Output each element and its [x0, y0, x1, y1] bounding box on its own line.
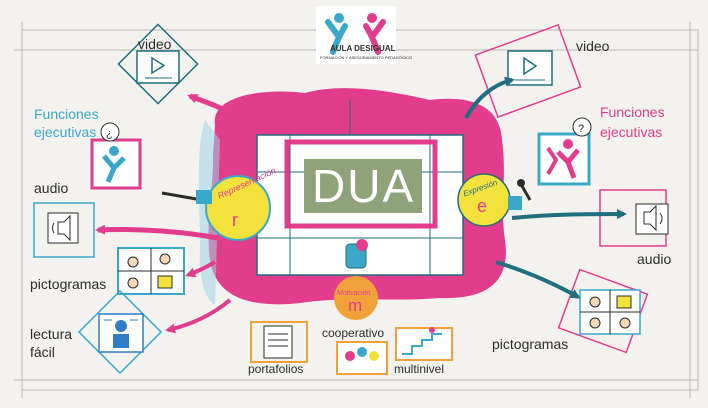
- central-panel: [256, 100, 464, 276]
- right-video-label: video: [576, 38, 610, 54]
- left-video-icon: [117, 23, 199, 105]
- right-pictogramas-icon: [557, 268, 649, 354]
- arrow-to-left-lectura: [165, 298, 232, 334]
- right-funciones-label-1: Funciones: [600, 104, 665, 120]
- arrow-to-right-audio: [511, 209, 627, 220]
- motivacion-letter: m: [348, 296, 363, 315]
- arrow-to-left-audio: [95, 224, 219, 241]
- svg-text:?: ?: [578, 123, 584, 135]
- left-funciones-label-1: Funciones: [34, 106, 99, 122]
- cooperativo-icon: [336, 341, 388, 375]
- left-audio-icon: [33, 202, 95, 258]
- multinivel-icon: [395, 327, 453, 361]
- arrow-to-left-video: [187, 93, 240, 121]
- expresion-letter: e: [477, 196, 488, 216]
- cooperativo-label: cooperativo: [322, 326, 385, 340]
- left-pictogramas-icon: [117, 247, 185, 295]
- left-lectura-label-1: lectura: [30, 326, 73, 342]
- left-lectura-facil-icon: [77, 289, 163, 375]
- arrow-to-right-video: [464, 76, 515, 119]
- right-video-icon: [474, 23, 582, 119]
- right-funciones-logo: ?: [537, 117, 592, 186]
- right-pictogramas-label: pictogramas: [492, 336, 569, 352]
- logo-tagline: FORMACIÓN Y ASESORAMIENTO PEDAGÓGICO: [320, 55, 413, 60]
- left-video-label: video: [138, 36, 172, 52]
- right-funciones-label-2: ejecutivas: [600, 124, 663, 140]
- portafolios-icon: [250, 321, 308, 363]
- multinivel-label: multinivel: [394, 362, 445, 376]
- dua-title: DUA: [312, 160, 416, 212]
- expresion-badge: [457, 173, 532, 227]
- aula-desigual-logo: [316, 6, 396, 64]
- svg-text:¿: ¿: [106, 128, 113, 140]
- right-audio-icon: [599, 189, 669, 247]
- left-funciones-logo: ¿: [90, 122, 142, 190]
- motivacion-badge: [334, 239, 378, 320]
- motivacion-label: Motivación: [337, 290, 371, 297]
- representacion-letter: r: [232, 210, 238, 230]
- arrow-to-left-pictogramas: [185, 260, 217, 278]
- portafolios-label: portafolios: [248, 362, 304, 376]
- right-audio-label: audio: [637, 251, 672, 267]
- arrow-to-right-pictogramas: [495, 260, 581, 299]
- left-funciones-label-2: ejecutivas: [34, 124, 97, 140]
- left-lectura-label-2: fácil: [30, 344, 55, 360]
- left-pictogramas-label: pictogramas: [30, 276, 107, 292]
- left-audio-label: audio: [34, 180, 69, 196]
- logo-brand-text: AULA DESIGUAL: [330, 44, 396, 53]
- representacion-badge: [161, 175, 271, 241]
